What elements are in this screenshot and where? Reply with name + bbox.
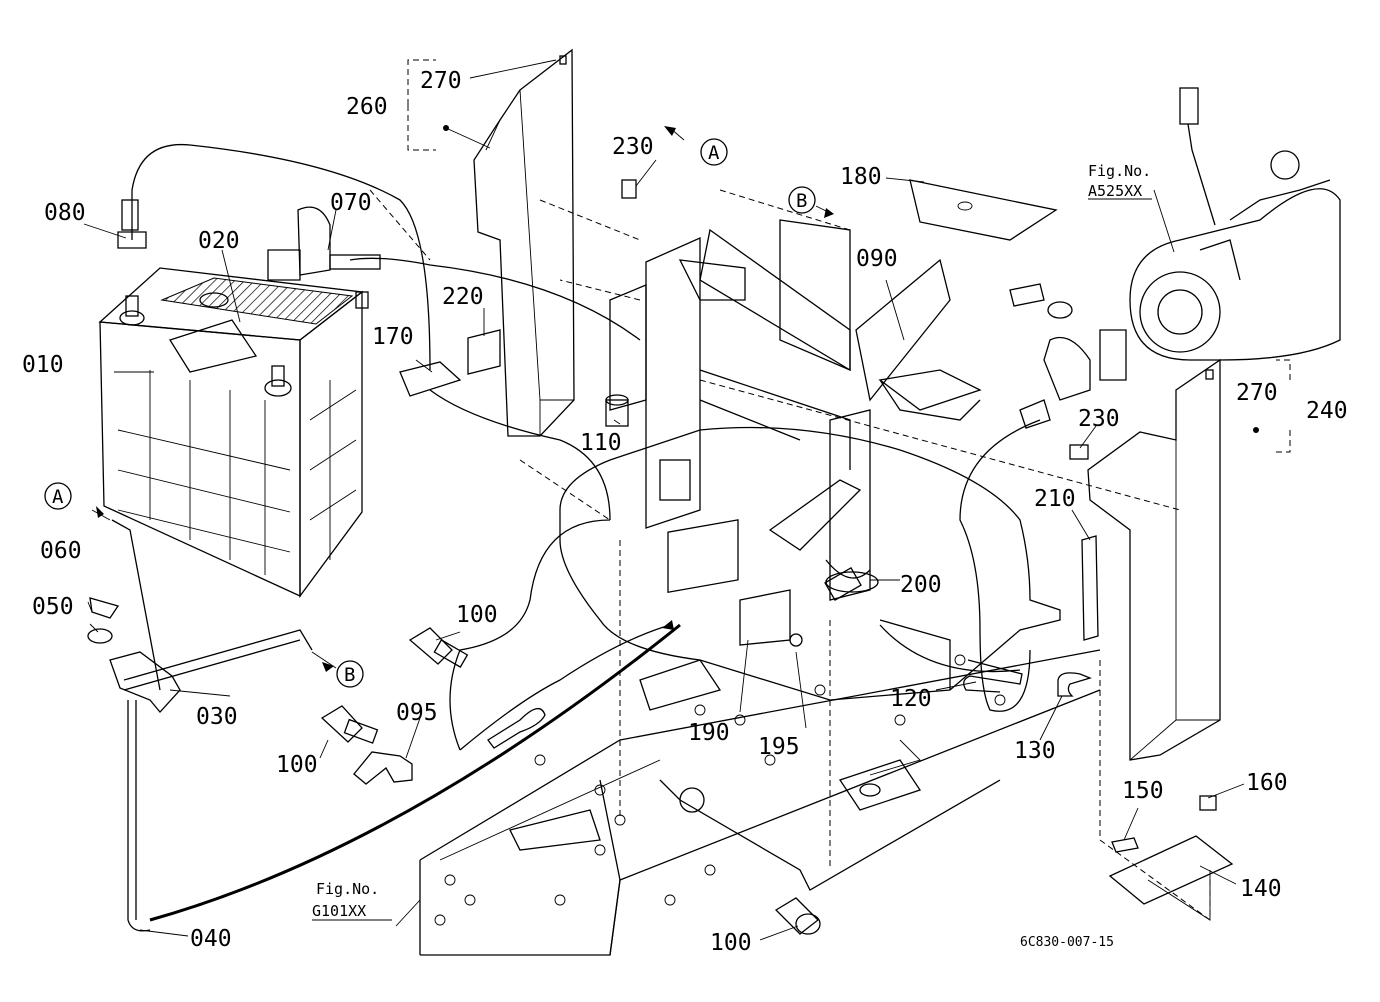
label-190: 190 [688,720,730,746]
label-070: 070 [330,190,372,216]
connector-a-top: A [708,142,720,164]
connector-markers: A B A B [44,126,834,688]
label-260: 260 [346,94,388,120]
battery [98,267,364,598]
label-100-b: 100 [276,752,318,778]
label-130: 130 [1014,738,1056,764]
label-030: 030 [196,704,238,730]
label-230-top: 230 [612,134,654,160]
label-170: 170 [372,324,414,350]
label-220: 220 [442,284,484,310]
label-010: 010 [22,352,64,378]
fig-label-frame: Fig.No. [316,880,379,898]
label-080: 080 [44,200,86,226]
label-150: 150 [1122,778,1164,804]
fig-ref-frame: G101XX [312,902,366,920]
base-plate [559,426,1061,701]
label-095: 095 [396,700,438,726]
label-040: 040 [190,926,232,952]
drawing-code: 6C830-007-15 [1020,935,1114,950]
label-100-a: 100 [456,602,498,628]
label-100-c: 100 [710,930,752,956]
label-270-right: 270 [1236,380,1278,406]
figure-references: Fig.No. A525XX Fig.No. G101XX 6C830-007-… [312,162,1152,950]
leader-lines [83,59,1291,941]
connector-a-left-circle [44,482,72,510]
label-090: 090 [856,246,898,272]
battery-cables [131,143,1041,922]
bracket-assembly [609,179,1058,647]
part-labels: 260 270 270 240 010 020 080 070 170 220 … [22,68,1348,956]
label-140: 140 [1240,876,1282,902]
fig-ref-starter: A525XX [1088,182,1142,200]
connector-a-left: A [52,486,64,508]
connector-b-top-circle [788,186,816,214]
label-020: 020 [198,228,240,254]
label-200: 200 [900,572,942,598]
label-270-left: 270 [420,68,462,94]
label-240: 240 [1306,398,1348,424]
terminal-clamps [117,199,381,309]
connector-b-left: B [344,664,355,686]
label-195: 195 [758,734,800,760]
label-160: 160 [1246,770,1288,796]
label-110: 110 [580,430,622,456]
label-050: 050 [32,594,74,620]
main-frame [419,649,1101,956]
connector-b-top: B [796,190,807,212]
fig-label-starter: Fig.No. [1088,162,1151,180]
label-210: 210 [1034,486,1076,512]
panel-left [473,48,575,437]
label-060: 060 [40,538,82,564]
label-230-right: 230 [1078,406,1120,432]
panel-right [1087,358,1221,761]
label-180: 180 [840,164,882,190]
connector-a-top-circle [700,138,728,166]
label-120: 120 [890,686,932,712]
connector-b-left-circle [336,660,364,688]
small-parts [87,179,1234,935]
starter-motor [1129,87,1341,361]
